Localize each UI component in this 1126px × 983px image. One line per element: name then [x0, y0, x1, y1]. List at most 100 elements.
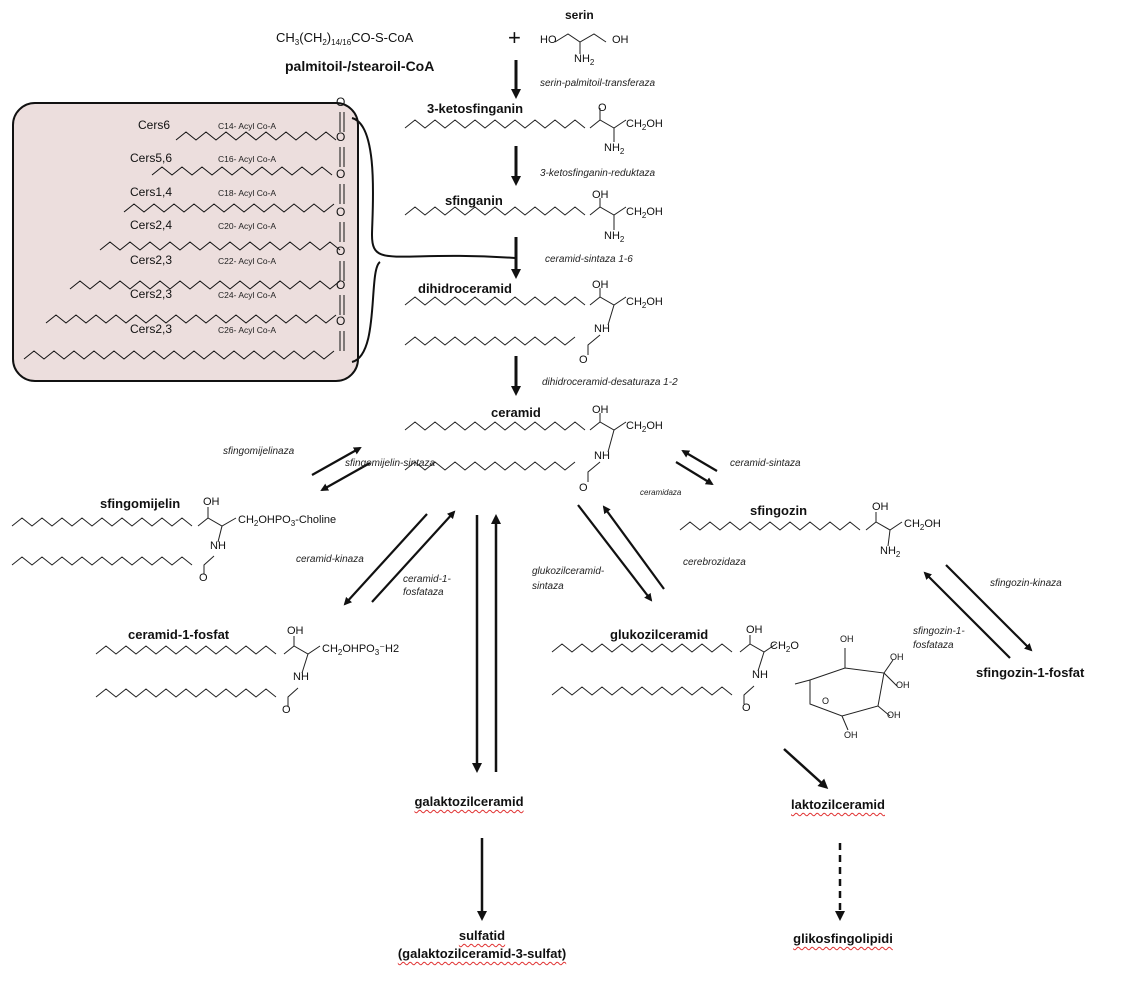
enzyme-glukozilceramid-sintaza-a: glukozilceramid- [532, 566, 605, 577]
ketone-oxygen: O [336, 244, 346, 258]
group-oh: OH [592, 279, 609, 291]
group-ch2oh: CH2OH [904, 518, 941, 532]
compound-sfingomijelin: sfingomijelin [100, 496, 181, 511]
compound-sfinganin: sfinganin [445, 193, 503, 208]
ketone-oxygen: O [336, 95, 346, 109]
glucose-oh-3: OH [896, 680, 910, 690]
sm-arrows [311, 447, 371, 491]
c-n-bond [887, 529, 891, 547]
group-oh: OH [872, 501, 889, 513]
enzyme-cerebrozidaza: cerebrozidaza [683, 557, 746, 568]
group-o: O [199, 572, 208, 584]
compound-glukozilceramid: glukozilceramid [610, 627, 709, 642]
cers-isoform-label: Cers2,4 [130, 218, 173, 232]
acyl-chain [99, 241, 341, 251]
enzyme-ceramid-sintaza: ceramid-sintaza [730, 458, 801, 469]
galcer-arrows [472, 514, 501, 773]
c-n-bond [301, 653, 309, 674]
group-nh: NH [594, 450, 610, 462]
enzyme-sfingomijelin-sintaza: sfingomijelin-sintaza [345, 458, 436, 469]
cers-isoform-label: Cers2,3 [130, 322, 173, 336]
ketosfinganin-head [589, 119, 627, 129]
c-n-bond [607, 429, 615, 453]
lactosyl-arrow [783, 748, 829, 790]
acyl-chain [69, 280, 341, 290]
group-nh: NH [752, 669, 768, 681]
enzyme-ceramid-kinaza: ceramid-kinaza [296, 554, 364, 565]
amide-bond [287, 687, 299, 706]
compound-glikosfingolipidi: glikosfingolipidi [793, 931, 893, 946]
c1p-arrows [343, 510, 456, 606]
enzyme-glukozilceramid-sintaza-b: sintaza [532, 581, 564, 592]
enzyme-dihidroceramid-desaturaza: dihidroceramid-desaturaza 1-2 [542, 377, 678, 388]
cers-connector [351, 117, 516, 259]
group-ch2oh: CH2OH [626, 296, 663, 310]
cers-isoform-label: Cers6 [138, 118, 171, 132]
s1p-arrows [923, 564, 1033, 659]
serin-label: serin [565, 8, 594, 22]
enzyme-sfingozin-kinaza: sfingozin-kinaza [990, 578, 1062, 589]
plus-sign: + [508, 25, 521, 50]
acyl-coa-label: C16- Acyl Co-A [218, 154, 277, 164]
serin-skeleton [554, 33, 607, 43]
serin-nh2: NH2 [574, 53, 595, 67]
cers-isoform-label: Cers1,4 [130, 185, 173, 199]
palmitoyl-coa-name: palmitoil-/stearoil-CoA [285, 58, 435, 74]
cers-isoform-label: Cers2,3 [130, 253, 173, 267]
sfinganin-chain [404, 206, 586, 216]
group-oh: OH [203, 496, 220, 508]
sfingozin-chain [679, 521, 861, 531]
amide-bond [587, 334, 601, 355]
sfingozin-head [865, 521, 903, 531]
sm-chain-2 [11, 556, 193, 566]
ketone-oxygen: O [336, 278, 346, 292]
acyl-coa-chains [23, 112, 345, 360]
compound-3-ketosfinganin: 3-ketosfinganin [427, 101, 524, 116]
amide-bond [587, 461, 601, 482]
group-nh: NH [293, 671, 309, 683]
acyl-coa-label: C22- Acyl Co-A [218, 256, 277, 266]
compound-laktozilceramid: laktozilceramid [791, 797, 885, 812]
cers-isoform-label: Cers5,6 [130, 151, 173, 165]
glucose-oh-1: OH [840, 634, 854, 644]
ketosfinganin-chain [404, 119, 586, 129]
ceramid-head [589, 421, 627, 431]
group-c1p-head: CH2OHPO3⁻H2 [322, 643, 400, 657]
c1p-head [283, 645, 321, 655]
serin-ho: HO [540, 34, 557, 46]
compound-ceramid: ceramid [491, 405, 541, 420]
group-sm-head: CH2OHPO3-Choline [238, 514, 337, 528]
group-oh: OH [592, 189, 609, 201]
enzyme-ceramid-1-fosfataza-b: fosfataza [403, 587, 444, 598]
enzyme-sfingozin-1-fosfataza-a: sfingozin-1- [913, 626, 965, 637]
dihidroceramid-chain-2 [404, 336, 576, 346]
enzyme-ceramid-sintaza-1-6: ceramid-sintaza 1-6 [545, 254, 633, 265]
palmitoyl-coa-formula: CH3(CH2)14/16CO-S-CoA [276, 30, 414, 47]
c-n-bond [217, 525, 223, 543]
compound-sfingozin-1-fosfat: sfingozin-1-fosfat [976, 665, 1085, 680]
enzyme-sfingozin-1-fosfataza-b: fosfataza [913, 640, 954, 651]
glccer-arrows [577, 504, 665, 602]
glucose-oh-4: OH [887, 710, 901, 720]
cers-isoform-label: Cers2,3 [130, 287, 173, 301]
group-ch2oh: CH2OH [626, 118, 663, 132]
enzyme-ceramidaza: ceramidaza [640, 488, 682, 497]
acyl-coa-label: C18- Acyl Co-A [218, 188, 277, 198]
compound-sulfatid-subtitle: (galaktozilceramid-3-sulfat) [397, 946, 567, 961]
group-ch2oh: CH2OH [626, 206, 663, 220]
group-nh2: NH2 [604, 142, 625, 156]
glccer-chain-2 [551, 686, 733, 696]
compound-sulfatid: sulfatid [458, 928, 506, 943]
molecule-chains [11, 33, 903, 706]
group-nh2: NH2 [604, 230, 625, 244]
group-nh: NH [594, 323, 610, 335]
glccer-head [739, 643, 777, 653]
group-oh: OH [746, 624, 763, 636]
c-n-bond [757, 651, 765, 672]
acyl-coa-label: C20- Acyl Co-A [218, 221, 277, 231]
acyl-chain [123, 203, 335, 213]
enzyme-ceramid-1-fosfataza-a: ceramid-1- [403, 574, 451, 585]
group-ch2oh: CH2OH [626, 420, 663, 434]
cers-connector-lower [351, 261, 381, 363]
glucose-ring [794, 648, 898, 731]
